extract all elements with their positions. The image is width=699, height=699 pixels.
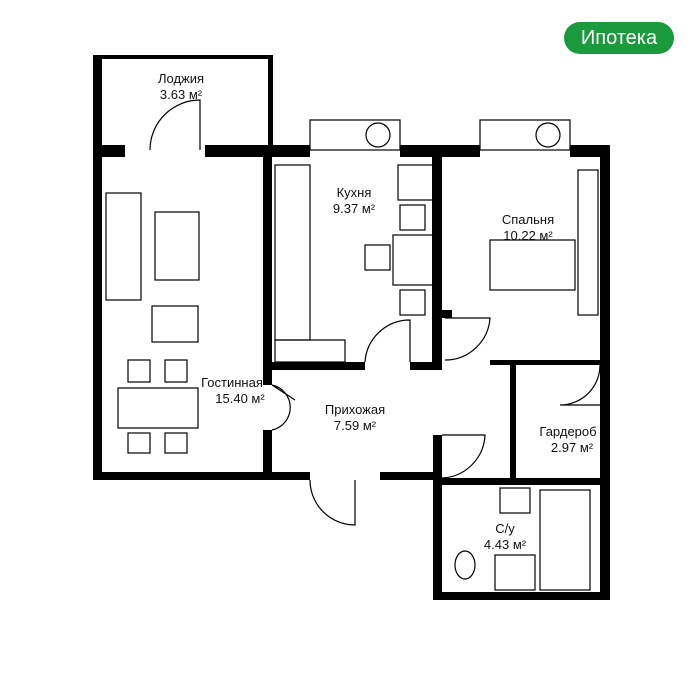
windows xyxy=(309,119,571,151)
room-labels: Лоджия 3.63 м² Кухня 9.37 м² Спальня 10.… xyxy=(158,71,597,552)
room-name-bathroom: С/у xyxy=(495,521,515,536)
room-area-kitchen: 9.37 м² xyxy=(333,201,376,216)
room-area-wardrobe: 2.97 м² xyxy=(551,440,594,455)
furniture xyxy=(105,164,599,591)
room-name-kitchen: Кухня xyxy=(337,185,372,200)
room-name-bedroom: Спальня xyxy=(502,212,554,227)
room-area-living: 15.40 м² xyxy=(215,391,265,406)
room-area-loggia: 3.63 м² xyxy=(160,87,203,102)
walls xyxy=(93,55,610,600)
room-area-bedroom: 10.22 м² xyxy=(503,228,553,243)
room-area-hallway: 7.59 м² xyxy=(334,418,377,433)
room-area-bathroom: 4.43 м² xyxy=(484,537,527,552)
room-name-loggia: Лоджия xyxy=(158,71,204,86)
room-name-living: Гостинная xyxy=(201,375,263,390)
room-name-wardrobe: Гардероб xyxy=(539,424,596,439)
mortgage-badge[interactable]: Ипотека xyxy=(564,22,674,54)
doors xyxy=(149,99,601,526)
room-name-hallway: Прихожая xyxy=(325,402,385,417)
